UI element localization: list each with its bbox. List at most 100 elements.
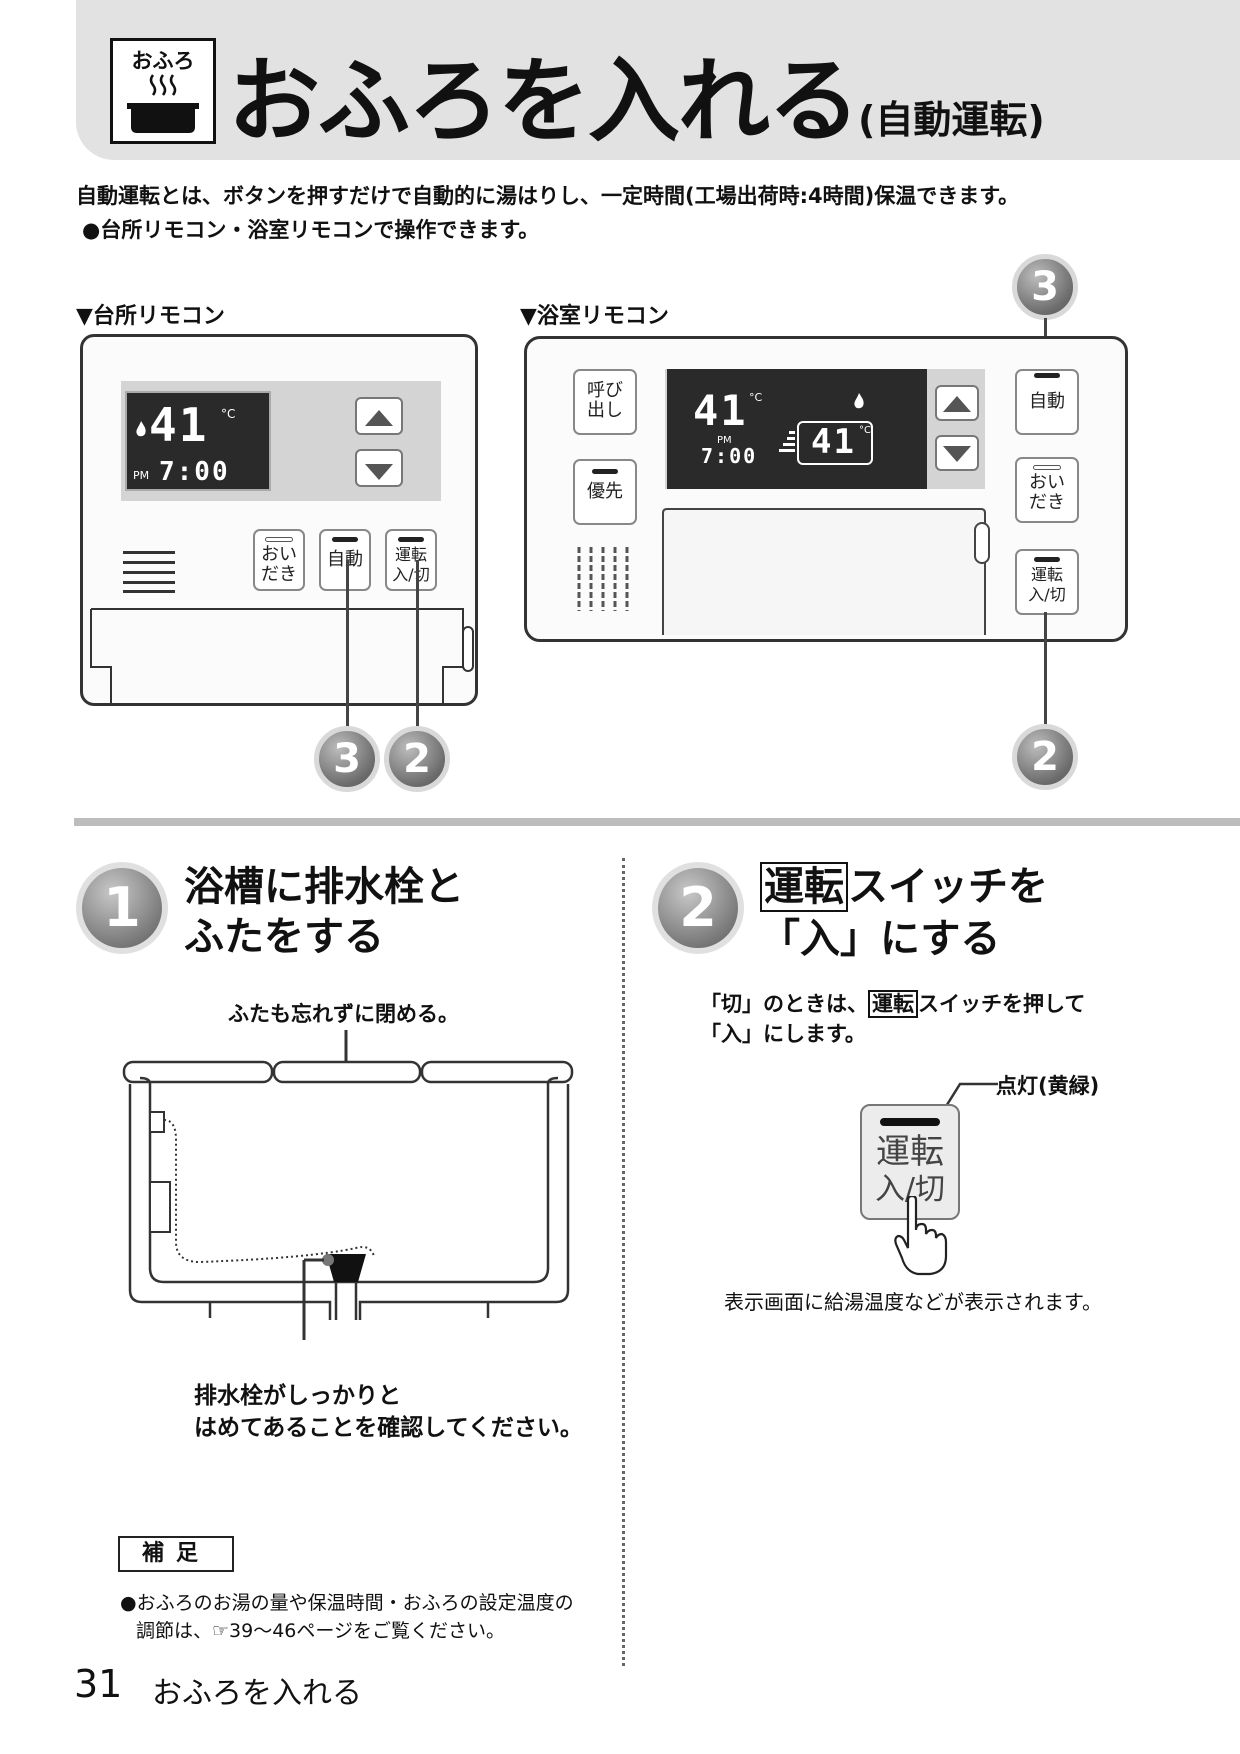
lamp-caption: 点灯(黄緑): [996, 1074, 1100, 1098]
step2-title-rest: スイッチを: [848, 864, 1048, 910]
arrow-down-icon: [365, 464, 393, 480]
bath-temp-unit: °C: [749, 391, 763, 404]
page-title: おふろを入れる(自動運転): [228, 52, 1045, 170]
bath-up-button[interactable]: [935, 385, 979, 421]
step2-desc-pre: 「切」のときは、: [700, 992, 868, 1016]
kitchen-power-label-2: 入/切: [392, 565, 430, 584]
arrow-up-icon: [365, 410, 393, 426]
kitchen-auto-button[interactable]: 自動: [319, 529, 371, 591]
speaker-grille-icon: [123, 551, 175, 593]
step1-title-1: 浴槽に排水栓と: [184, 864, 464, 910]
kitchen-lcd-panel: 41 °C PM 7:00: [121, 381, 441, 501]
bath-priority-button[interactable]: 優先: [573, 459, 637, 525]
kitchen-callout-3: 3: [314, 726, 380, 792]
page-title-main: おふろを入れる: [228, 48, 860, 155]
bath-icon-label: おふろ: [131, 49, 195, 73]
kitchen-lcd-screen: 41 °C PM 7:00: [125, 391, 271, 491]
kitchen-power-label-1: 運転: [394, 545, 427, 564]
step2-number: 2: [652, 862, 744, 954]
drain-caption-1: 排水栓がしっかりと: [194, 1383, 401, 1409]
bath-auto-label: 自動: [1029, 391, 1065, 412]
kitchen-remote-label: ▼台所リモコン: [76, 304, 225, 329]
bath-oidaki-button[interactable]: おい だき: [1015, 457, 1079, 523]
step2-title-2: 「入」にする: [760, 916, 1001, 962]
page-title-suffix: (自動運転): [858, 98, 1045, 142]
bath-call-button[interactable]: 呼び 出し: [573, 369, 637, 435]
step2-desc-2: 「入」にします。: [700, 1022, 866, 1046]
step2-desc-post: スイッチを押して: [918, 992, 1086, 1016]
kitchen-remote-cover: [90, 608, 474, 703]
bath-oidaki-lamp-icon: [1033, 465, 1061, 470]
power-button-large-label-1: 運転: [876, 1132, 944, 1172]
water-level-icon: [779, 431, 795, 452]
kitchen-auto-label: 自動: [327, 549, 363, 570]
bath-down-button[interactable]: [935, 435, 979, 471]
set-temp-frame: [797, 421, 873, 465]
footer-section-title: おふろを入れる: [152, 1676, 362, 1711]
kitchen-down-button[interactable]: [355, 449, 403, 487]
bath-set-temp-unit: °C: [859, 425, 871, 436]
bath-oidaki-label-1: おい: [1029, 472, 1065, 493]
bath-speaker-grille-icon: [577, 547, 629, 611]
oidaki-lamp-icon: [265, 537, 293, 542]
bath-arrow-down-icon: [943, 446, 971, 462]
power-button-large[interactable]: 運転 入/切: [860, 1104, 960, 1220]
page-number: 31: [74, 1662, 123, 1706]
step2-title-1: 運転スイッチを: [760, 862, 1048, 912]
flame-icon: [136, 421, 146, 437]
bath-time-display: 7:00: [701, 444, 758, 468]
kitchen-oidaki-button[interactable]: おい だき: [253, 529, 305, 591]
kitchen-callout-2: 2: [384, 726, 450, 792]
note-label: 補足: [118, 1536, 234, 1572]
bath-lcd-screen: 41 °C PM 7:00 41 °C: [667, 369, 927, 489]
kitchen-up-button[interactable]: [355, 397, 403, 435]
kitchen-remote: 41 °C PM 7:00 おい だき 自動 運転 入/切: [80, 334, 478, 706]
intro-text-2: ●台所リモコン・浴室リモコンで操作できます。: [82, 218, 540, 242]
bath-remote: 呼び 出し 優先 41 °C PM 7:00 41 °C 自動: [524, 336, 1128, 642]
bath-remote-label: ▼浴室リモコン: [520, 304, 669, 329]
bath-power-lamp-icon: [1034, 557, 1060, 562]
pointing-hand-icon: [894, 1196, 948, 1276]
bath-oidaki-label-2: だき: [1029, 492, 1065, 513]
drain-caption-2: はめてあることを確認してください。: [194, 1415, 583, 1441]
bath-priority-label: 優先: [587, 481, 623, 502]
bath-lcd-panel: 41 °C PM 7:00 41 °C: [665, 369, 985, 489]
bath-flame-icon: [854, 393, 864, 409]
bath-auto-button[interactable]: 自動: [1015, 369, 1079, 435]
bath-temp-display: 41: [693, 386, 748, 435]
bath-power-button[interactable]: 運転 入/切: [1015, 549, 1079, 615]
step2-desc-1: 「切」のときは、運転スイッチを押して: [700, 988, 1085, 1018]
note-text-2: 調節は、☞39〜46ページをご覧ください。: [136, 1620, 506, 1642]
kitchen-oidaki-label-2: だき: [261, 564, 297, 585]
header-band: [76, 0, 1240, 160]
kitchen-power-button[interactable]: 運転 入/切: [385, 529, 437, 591]
bath-leader-power: [1044, 612, 1047, 728]
auto-lamp-icon: [332, 537, 358, 542]
kitchen-oidaki-label-1: おい: [261, 544, 297, 565]
bath-auto-lamp-icon: [1034, 373, 1060, 378]
bath-icon-box: おふろ: [110, 38, 216, 144]
bath-callout-3: 3: [1012, 254, 1078, 320]
kitchen-time-display: 7:00: [159, 457, 230, 487]
bath-callout-2: 2: [1012, 724, 1078, 790]
bath-call-label-1: 呼び: [587, 380, 623, 401]
kitchen-temp-display: 41: [149, 398, 209, 452]
step1-number: 1: [76, 862, 168, 954]
note-text-1: ●おふろのお湯の量や保温時間・おふろの設定温度の: [120, 1592, 574, 1614]
bath-remote-cover: [662, 508, 990, 635]
power-lamp-icon: [398, 537, 424, 542]
kitchen-temp-unit: °C: [221, 407, 236, 421]
bath-set-temp-display: 41: [811, 422, 856, 462]
power-lamp-large-icon: [880, 1118, 940, 1126]
bath-power-label-1: 運転: [1030, 565, 1063, 584]
intro-text-1: 自動運転とは、ボタンを押すだけで自動的に湯はりし、一定時間(工場出荷時:4時間)…: [76, 184, 1020, 208]
column-divider: [622, 858, 625, 1666]
step2-desc-boxed: 運転: [868, 990, 918, 1018]
bathtub-icon: [127, 74, 199, 133]
section-divider: [74, 818, 1240, 826]
lid-caption: ふたも忘れずに閉める。: [228, 1002, 459, 1026]
bath-ampm: PM: [717, 435, 732, 446]
bath-power-label-2: 入/切: [1028, 585, 1066, 604]
bath-arrow-up-icon: [943, 396, 971, 412]
bathtub-diagram: [122, 1030, 574, 1340]
